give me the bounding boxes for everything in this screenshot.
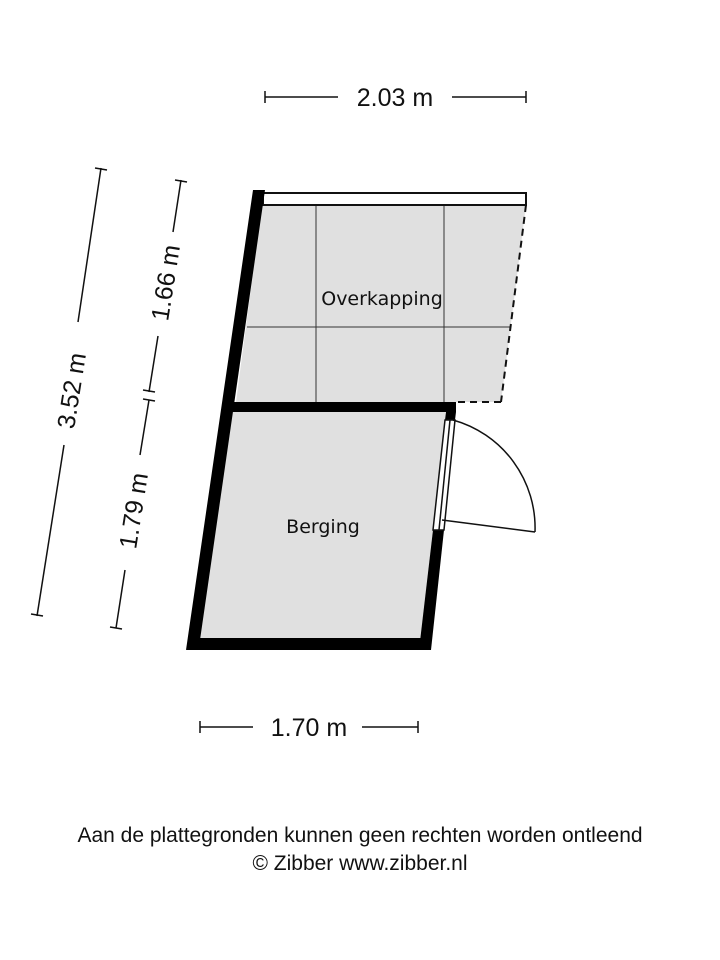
room-label-berging: Berging bbox=[286, 516, 360, 538]
dimension-berging-height-label: 1.79 m bbox=[114, 471, 154, 551]
berging-right-wall bbox=[419, 530, 444, 650]
bottom-wall bbox=[186, 638, 431, 650]
dimension-bottom bbox=[199, 721, 419, 733]
dimension-overkapping-height bbox=[142, 179, 188, 393]
left-wall bbox=[186, 190, 265, 650]
copyright-text: © Zibber www.zibber.nl bbox=[252, 852, 468, 875]
berging-right-wall-top bbox=[445, 412, 456, 420]
overkapping-grid bbox=[247, 206, 511, 402]
dimension-top-label: 2.03 m bbox=[357, 84, 433, 112]
disclaimer-text: Aan de plattegronden kunnen geen rechten… bbox=[77, 824, 643, 847]
dimension-top bbox=[264, 91, 527, 103]
dimension-berging-height bbox=[109, 398, 156, 630]
overkapping-beam bbox=[262, 192, 527, 206]
door-frame bbox=[432, 419, 456, 531]
room-label-overkapping: Overkapping bbox=[321, 288, 443, 310]
dimension-bottom-label: 1.70 m bbox=[271, 714, 347, 742]
door-swing bbox=[441, 419, 536, 533]
overkapping-open-edge bbox=[456, 204, 527, 403]
dimension-total-height-label: 3.52 m bbox=[52, 351, 92, 431]
dimension-overkapping-height-label: 1.66 m bbox=[146, 243, 186, 323]
berging-floor bbox=[199, 410, 446, 640]
middle-wall bbox=[232, 402, 456, 412]
overkapping-floor bbox=[236, 205, 526, 402]
dimension-total-height bbox=[30, 167, 108, 617]
